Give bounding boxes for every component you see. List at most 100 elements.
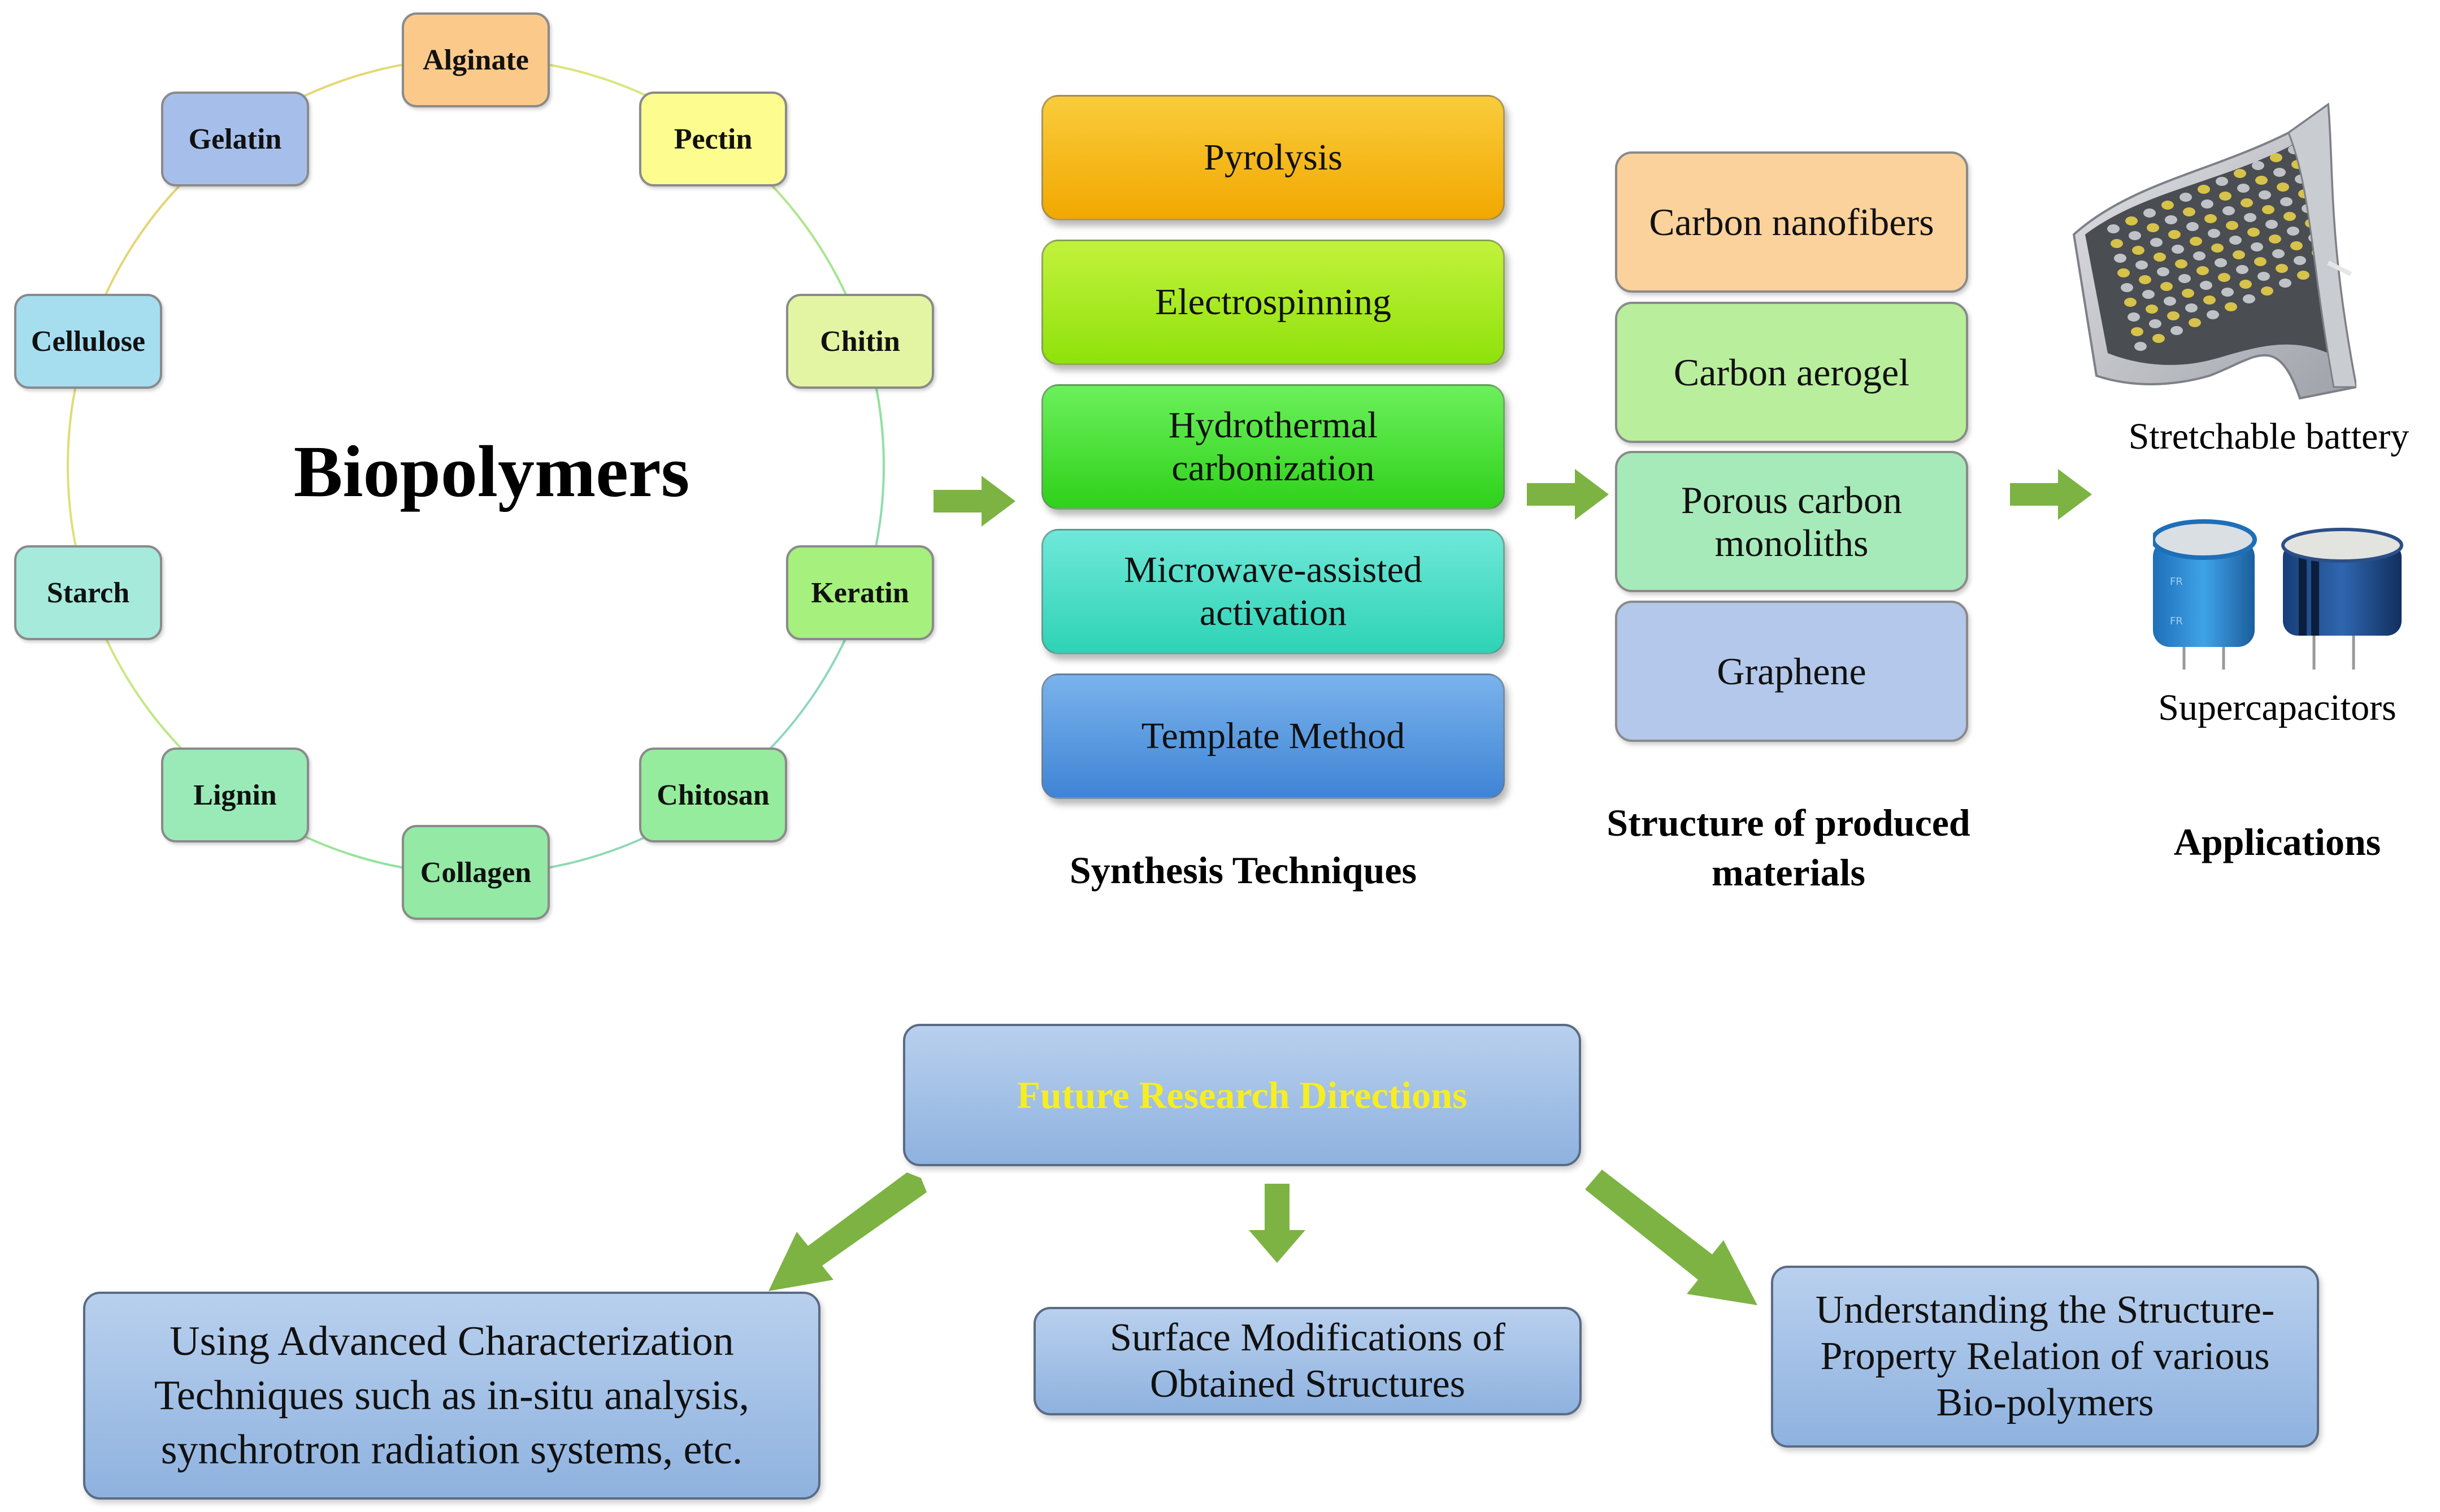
battery-cell [2121,283,2133,292]
battery-cell [2134,342,2147,351]
battery-cell [2272,249,2285,258]
arrow-right-icon [934,476,1015,527]
battery-cell [2129,231,2141,240]
battery-cell [2157,267,2169,276]
battery-cell [2221,288,2234,297]
biopolymer-label: Keratin [811,576,909,609]
arrow-down-left-icon [769,1172,927,1291]
battery-cell [2273,168,2286,177]
battery-cell [2237,184,2250,193]
arrow-down-icon [1249,1184,1305,1263]
capacitor-mark: FR [2170,576,2183,588]
battery-cell [2200,281,2212,290]
battery-cell [2179,193,2192,202]
applications-caption: Applications [2173,820,2381,863]
biopolymer-label: Cellulose [31,325,146,358]
biopolymer-chitosan: Chitosan [639,748,787,842]
future-research-title-box: Future Research Directions [903,1024,1581,1166]
battery-cell [2125,216,2138,225]
battery-cell [2287,227,2299,236]
battery-cell [2276,264,2288,273]
biopolymer-alginate: Alginate [402,12,550,107]
battery-cell [2150,238,2163,247]
battery-cell [2254,257,2267,266]
battery-cell [2168,230,2181,239]
battery-cell [2262,205,2274,214]
battery-cell [2186,222,2199,231]
battery-cell [2222,206,2235,215]
battery-cell [2259,190,2271,199]
battery-cell [2203,296,2216,305]
battery-cell [2111,239,2123,248]
future-research-label: Understanding the Structure-Property Rel… [1815,1288,2275,1424]
biopolymer-pectin: Pectin [639,92,787,186]
battery-cell [2142,290,2155,299]
battery-cell [2294,256,2306,265]
synthesis-electrospinning: Electrospinning [1041,240,1505,365]
battery-cell [2279,279,2291,288]
supercapacitor-icon: FR FR [2153,519,2403,670]
structure-porous-carbon: Porous carbon monoliths [1615,451,1968,592]
battery-cell [2215,258,2227,267]
biopolymer-label: Pectin [674,123,753,155]
battery-cell [2196,266,2209,275]
biopolymer-label: Chitosan [657,779,770,811]
arrow-right-icon [1527,469,1609,520]
battery-cell [2269,234,2281,244]
biopolymer-label: Gelatin [188,123,282,155]
battery-cell [2178,274,2191,283]
biopolymer-keratin: Keratin [786,545,934,640]
battery-cell [2247,228,2260,237]
battery-cell [2147,223,2159,232]
battery-cell [2211,244,2224,253]
battery-cell [2135,260,2148,270]
battery-cell [2270,153,2282,162]
battery-cell [2290,241,2303,250]
battery-cell [2277,183,2289,192]
battery-cell [2132,246,2144,255]
structure-caption: Structure of produced materials [1607,801,1970,894]
biopolymer-lignin: Lignin [161,748,309,842]
biopolymer-gelatin: Gelatin [161,92,309,186]
synthesis-label: Template Method [1141,715,1405,757]
battery-cell [2128,312,2140,321]
structure-label: Porous carbon monoliths [1681,479,1902,564]
battery-cell [2190,237,2202,246]
structure-label: Carbon nanofibers [1649,201,1934,244]
future-research-item-surface: Surface Modifications of Obtained Struct… [1034,1307,1582,1415]
battery-cell [2241,198,2253,207]
arrow-right-icon [2010,469,2092,520]
battery-cell [2185,303,2198,312]
biopolymer-starch: Starch [14,545,162,640]
structure-carbon-nanofibers: Carbon nanofibers [1615,151,1968,293]
battery-cell [2243,294,2255,303]
battery-cell [2114,254,2126,263]
future-research-item-characterization: Using Advanced Characterization Techniqu… [83,1292,820,1500]
biopolymer-collagen: Collagen [402,825,550,920]
battery-cell [2252,161,2264,170]
battery-cell [2226,221,2238,230]
capacitor-mark: FR [2170,615,2183,627]
biopolymer-label: Chitin [820,325,900,358]
battery-cell [2257,272,2270,281]
synthesis-label: Electrospinning [1155,281,1391,323]
biopolymer-label: Starch [46,576,130,609]
structure-graphene: Graphene [1615,601,1968,742]
battery-cell [2225,302,2237,311]
structure-label: Carbon aerogel [1673,351,1910,394]
battery-cell [2255,176,2268,185]
battery-cell [2152,334,2165,343]
battery-cell [2234,169,2246,178]
biopolymer-cellulose: Cellulose [14,294,162,389]
battery-cell [2216,177,2228,186]
battery-cell [2117,268,2130,277]
biopolymers-title: Biopolymers [293,431,690,512]
structure-label: Graphene [1717,650,1866,693]
battery-cell [2201,199,2213,208]
battery-cell [2175,259,2187,268]
battery-cell [2139,275,2151,284]
battery-cell [2146,305,2158,314]
stretchable-battery-icon [2072,102,2356,400]
battery-cell [2164,297,2176,306]
